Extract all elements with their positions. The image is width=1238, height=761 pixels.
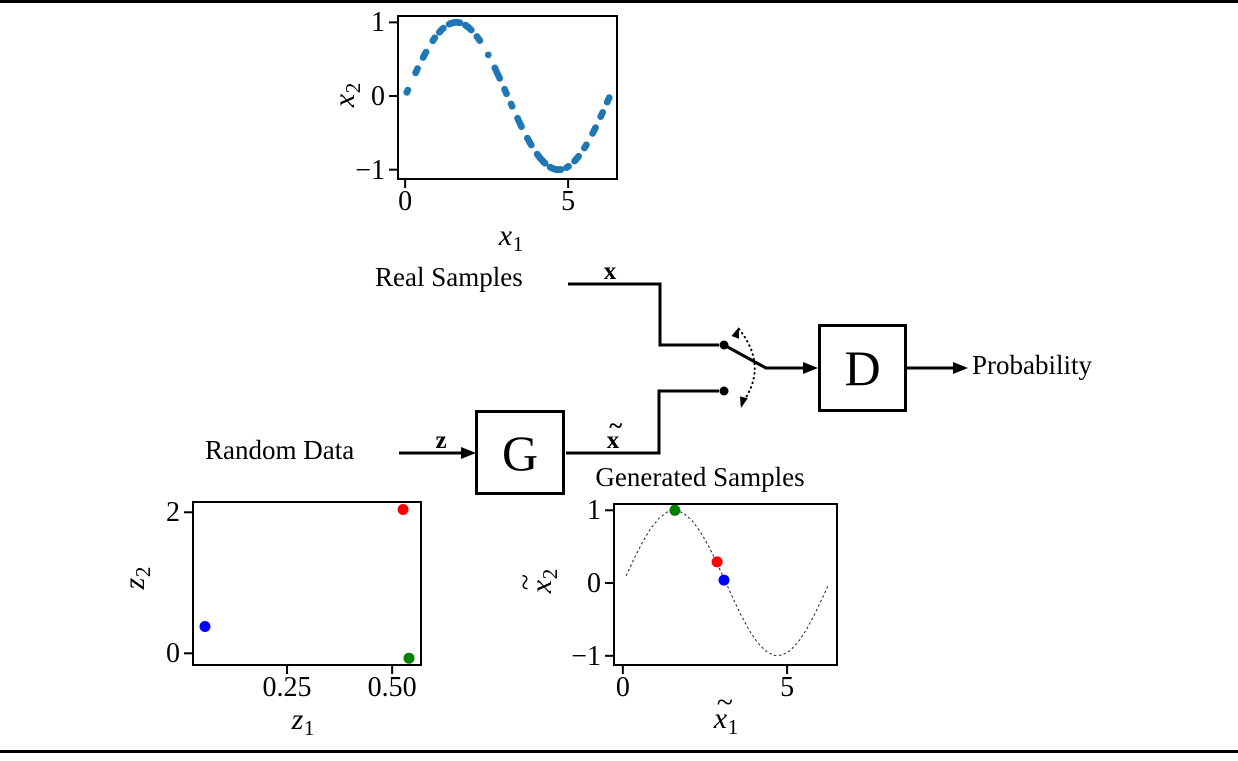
top-rule bbox=[0, 0, 1238, 3]
signal-x-base: x bbox=[603, 258, 617, 285]
ylabel-tilde: ~ bbox=[509, 573, 543, 591]
xlabel-sub: 1 bbox=[512, 231, 524, 256]
data-point bbox=[508, 102, 516, 110]
data-point bbox=[565, 163, 572, 170]
arrowhead-into-d bbox=[803, 362, 818, 374]
data-point bbox=[484, 51, 492, 59]
signal-xt-base: x bbox=[606, 427, 620, 454]
y-tick-label: −1 bbox=[571, 640, 601, 672]
data-point bbox=[599, 109, 607, 116]
generated-samples-title: Generated Samples bbox=[595, 462, 805, 492]
toggle-arrowhead-up bbox=[731, 327, 739, 339]
signal-x-tilde-label: ~x bbox=[606, 414, 623, 454]
data-point bbox=[199, 621, 211, 632]
z-plot-ylabel: z2 bbox=[118, 566, 155, 590]
x-tick-label: 5 bbox=[561, 186, 576, 217]
plot-frame bbox=[397, 15, 618, 180]
arrowhead-into-g bbox=[461, 447, 476, 459]
plot-frame bbox=[192, 501, 422, 666]
data-point bbox=[503, 90, 510, 98]
real-samples-plot-canvas bbox=[389, 15, 618, 188]
xlabel-base: x bbox=[713, 702, 728, 736]
data-point bbox=[518, 123, 525, 130]
xlabel-base: z bbox=[291, 703, 304, 737]
discriminator-letter: D bbox=[844, 340, 881, 396]
signal-z-label: z bbox=[435, 428, 446, 453]
toggle-arrowhead-down bbox=[739, 396, 748, 408]
y-tick-label: 1 bbox=[371, 7, 385, 39]
y-tick-label: −1 bbox=[355, 154, 385, 186]
real-samples-label: Real Samples bbox=[375, 262, 523, 292]
xlabel-sub: 1 bbox=[727, 714, 739, 739]
z-plot-xlabel: z1 bbox=[292, 705, 315, 739]
x-tick-label: 0 bbox=[398, 186, 413, 217]
data-point bbox=[422, 48, 430, 56]
data-point bbox=[557, 166, 565, 173]
signal-z-base: z bbox=[435, 427, 447, 454]
data-point bbox=[439, 24, 447, 32]
data-point bbox=[431, 34, 439, 42]
data-point bbox=[718, 574, 730, 586]
x-tick-label: 0 bbox=[615, 672, 630, 703]
probability-label: Probability bbox=[972, 350, 1092, 380]
data-point bbox=[403, 652, 415, 664]
signal-x-label: x bbox=[604, 259, 617, 284]
switch-lower-contact bbox=[719, 386, 729, 396]
ylabel-base: z bbox=[118, 577, 152, 590]
switch-arm bbox=[723, 343, 767, 370]
data-point bbox=[711, 556, 723, 568]
data-point bbox=[397, 504, 409, 515]
arrowhead-probability bbox=[953, 362, 968, 374]
ylabel-sub: 2 bbox=[130, 566, 155, 578]
x-tick-label: 0.25 bbox=[262, 672, 312, 703]
data-point bbox=[476, 37, 484, 44]
data-point bbox=[669, 504, 681, 516]
real-plot-xlabel: x1 bbox=[499, 221, 523, 255]
generated-samples-plot-canvas bbox=[605, 503, 838, 674]
data-point bbox=[496, 75, 504, 82]
y-tick-label: 0 bbox=[587, 568, 601, 600]
bottom-rule bbox=[0, 750, 1238, 753]
xlabel-sub: 1 bbox=[303, 715, 315, 740]
x-tick-label: 5 bbox=[780, 672, 795, 703]
data-point bbox=[592, 124, 599, 131]
data-point bbox=[583, 141, 590, 149]
signal-xt-tilde: ~ bbox=[609, 413, 623, 441]
latent-z-plot: 0.25 0.50 2 0 bbox=[166, 499, 422, 702]
data-point bbox=[467, 26, 475, 34]
latent-z-plot-canvas bbox=[184, 501, 422, 674]
data-point bbox=[605, 94, 613, 102]
plot-frame bbox=[613, 503, 838, 666]
generated-samples-wire bbox=[566, 389, 719, 455]
data-point bbox=[456, 19, 464, 27]
data-point bbox=[575, 152, 582, 160]
discriminator-box: D bbox=[818, 324, 907, 412]
generated-plot-ylabel: ~x2 bbox=[509, 569, 561, 593]
generated-plot-xlabel: ~x1 bbox=[713, 688, 739, 739]
y-tick-label: 1 bbox=[587, 495, 601, 527]
generator-letter: G bbox=[501, 424, 539, 481]
x-tick-label: 0.50 bbox=[367, 672, 417, 703]
y-tick-label: 0 bbox=[166, 638, 180, 670]
xlabel-tilde: ~ bbox=[716, 686, 734, 720]
data-point bbox=[527, 141, 535, 149]
random-data-label: Random Data bbox=[205, 435, 355, 465]
real-samples-wire bbox=[568, 282, 719, 347]
data-point bbox=[414, 65, 421, 73]
y-tick-label: 2 bbox=[166, 497, 180, 529]
data-point bbox=[404, 86, 412, 94]
data-point bbox=[541, 159, 549, 167]
generator-box: G bbox=[475, 410, 565, 495]
xlabel-base: x bbox=[498, 219, 513, 253]
y-tick-label: 0 bbox=[371, 81, 385, 113]
switch-toggle-arc bbox=[738, 328, 756, 407]
